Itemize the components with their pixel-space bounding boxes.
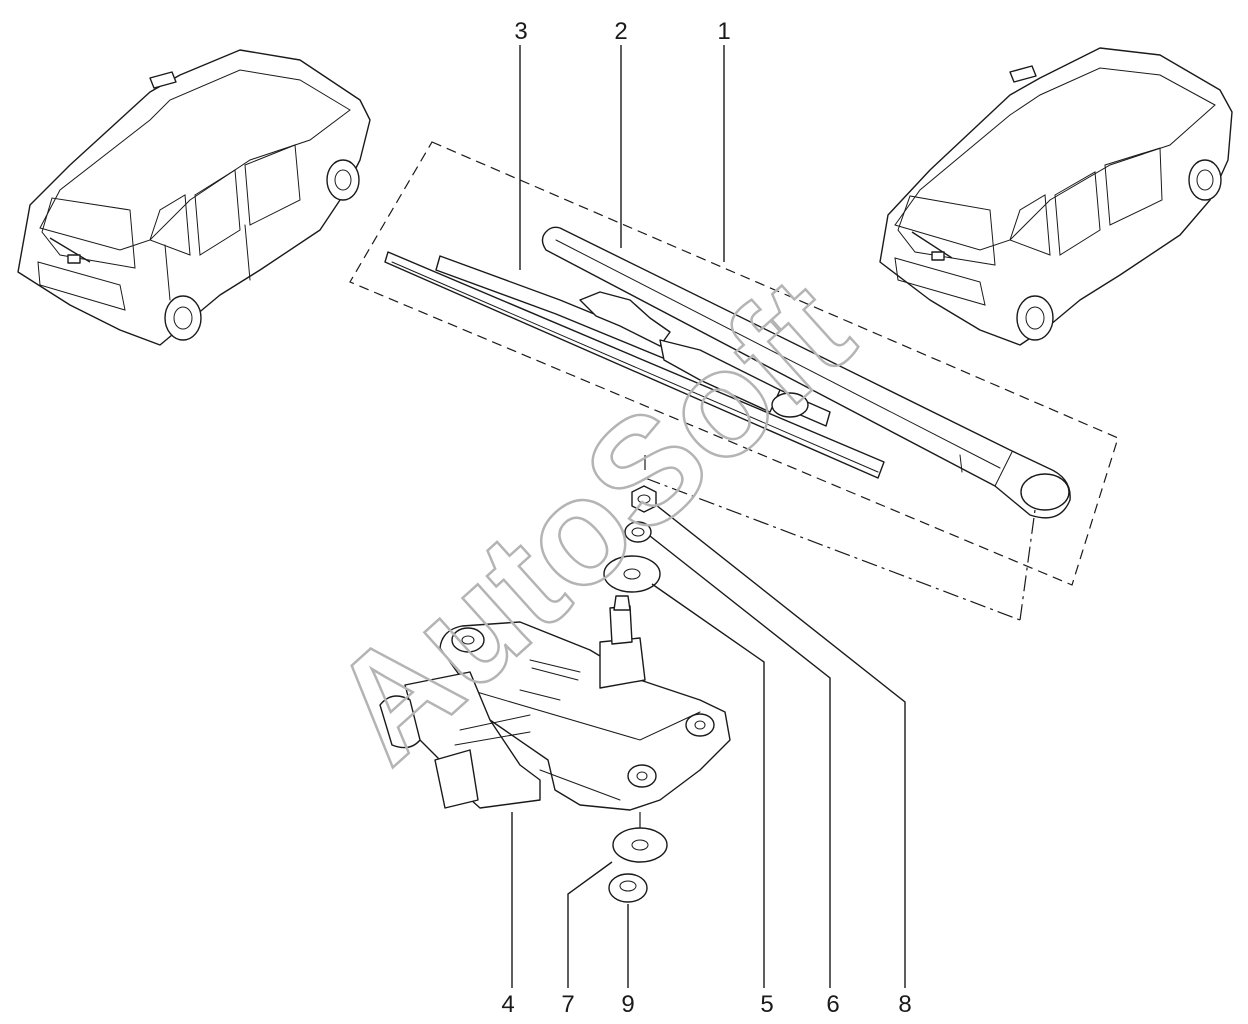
nut-lower xyxy=(608,873,648,903)
callout-5: 5 xyxy=(760,991,773,1018)
wiper-motor xyxy=(379,595,731,811)
callout-7: 7 xyxy=(561,991,574,1018)
callout-1: 1 xyxy=(717,18,730,45)
assembly-boundary xyxy=(349,141,1119,586)
axis-line-2 xyxy=(1019,509,1036,621)
callout-3: 3 xyxy=(514,18,527,45)
leader-lines xyxy=(511,45,906,988)
car-illustration-left xyxy=(17,49,371,346)
wiper-blade xyxy=(384,251,885,479)
car-illustration-right xyxy=(879,47,1233,346)
axis-line-1 xyxy=(644,477,1021,621)
washer xyxy=(624,521,652,543)
nut xyxy=(631,485,657,513)
callout-9: 9 xyxy=(621,991,634,1018)
callout-4: 4 xyxy=(501,991,514,1018)
callout-6: 6 xyxy=(826,991,839,1018)
callout-2: 2 xyxy=(614,18,627,45)
wiper-arm xyxy=(541,226,1071,519)
callout-8: 8 xyxy=(898,991,911,1018)
seal-lower xyxy=(612,827,668,863)
seal-upper xyxy=(603,555,661,593)
